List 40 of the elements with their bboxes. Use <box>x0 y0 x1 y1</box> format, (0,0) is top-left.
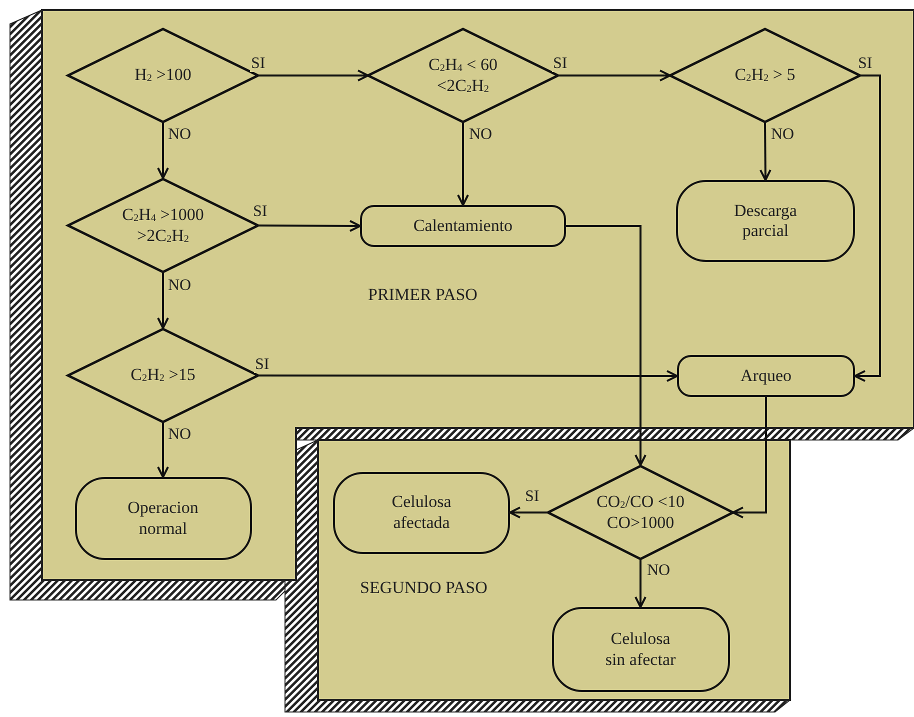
decision-diamond <box>670 28 860 123</box>
arrow <box>759 122 772 181</box>
process-box <box>552 607 730 692</box>
process-text: Celulosa afectada <box>390 492 452 533</box>
arrow <box>509 506 548 518</box>
arrow <box>258 370 678 382</box>
arrow <box>854 74 881 382</box>
arrow <box>634 560 646 608</box>
arrow <box>157 123 169 179</box>
condition-text: H$_{2}$ >100 <box>134 65 192 86</box>
process-box <box>333 472 510 554</box>
condition-text: C$_{2}$H$_{4}$ >1000 >2C$_{2}$H$_{2}$ <box>121 205 205 246</box>
process-box <box>677 355 855 397</box>
process-box <box>74 477 252 560</box>
process-text: Descarga parcial <box>733 200 798 242</box>
edge-label: SI <box>250 56 266 72</box>
process-box <box>360 205 566 247</box>
section-title: SEGUNDO PASO <box>360 578 488 598</box>
section-title: PRIMER PASO <box>368 285 478 305</box>
arrow <box>258 220 361 232</box>
condition-text: CO$_{2}$/CO <10 CO>1000 <box>596 492 686 533</box>
arrow <box>732 397 767 518</box>
process-box <box>676 180 855 262</box>
process-text: Operacion normal <box>126 498 200 539</box>
condition-text: C$_{2}$H$_{2}$ > 5 <box>734 65 796 86</box>
condition-text: C$_{2}$H$_{4}$ < 60 <2C$_{2}$H$_{2}$ <box>428 55 498 96</box>
edge-label: SI <box>254 357 270 373</box>
arrow <box>157 273 169 329</box>
decision-diamond <box>68 328 258 423</box>
condition-text: C$_{2}$H$_{2}$ >15 <box>130 365 196 386</box>
process-text: Calentamiento <box>412 216 514 236</box>
decision-diamond <box>548 465 733 560</box>
process-text: Celulosa sin afectar <box>604 629 677 670</box>
arrow <box>566 225 646 466</box>
arrow <box>558 70 671 82</box>
arrow <box>457 123 469 206</box>
arrow <box>157 423 169 478</box>
edge-label: SI <box>552 56 568 72</box>
arrow <box>258 70 369 82</box>
process-text: Arqueo <box>740 366 792 386</box>
